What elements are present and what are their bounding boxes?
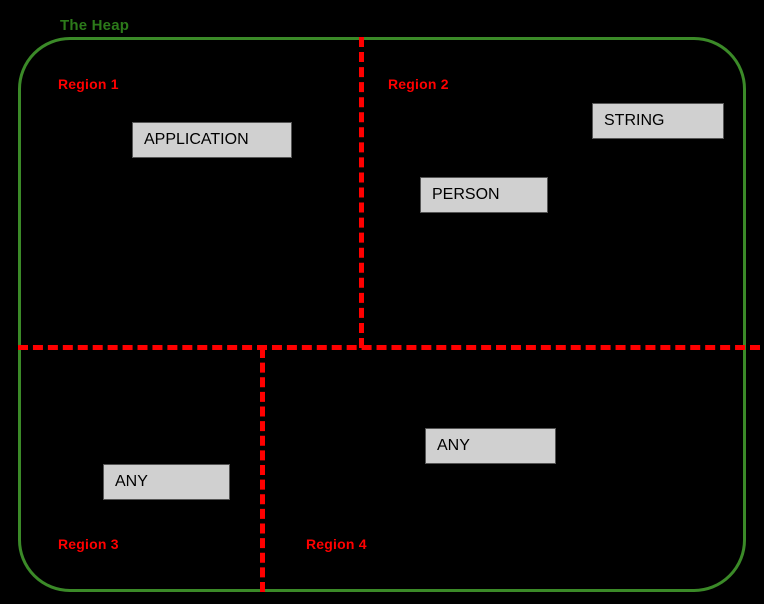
heap-title-label: The Heap xyxy=(60,17,130,34)
region-2-label: Region 2 xyxy=(388,76,449,92)
region-divider-vertical-top xyxy=(359,37,364,348)
region-divider-vertical-bottom xyxy=(260,348,265,592)
object-box-string: STRING xyxy=(592,103,724,139)
object-box-any-region-3: ANY xyxy=(103,464,230,500)
object-box-person: PERSON xyxy=(420,177,548,213)
region-divider-horizontal xyxy=(18,345,760,350)
region-4-label: Region 4 xyxy=(306,536,367,552)
region-3-label: Region 3 xyxy=(58,536,119,552)
region-1-label: Region 1 xyxy=(58,76,119,92)
object-box-any-region-4: ANY xyxy=(425,428,556,464)
object-box-application: APPLICATION xyxy=(132,122,292,158)
